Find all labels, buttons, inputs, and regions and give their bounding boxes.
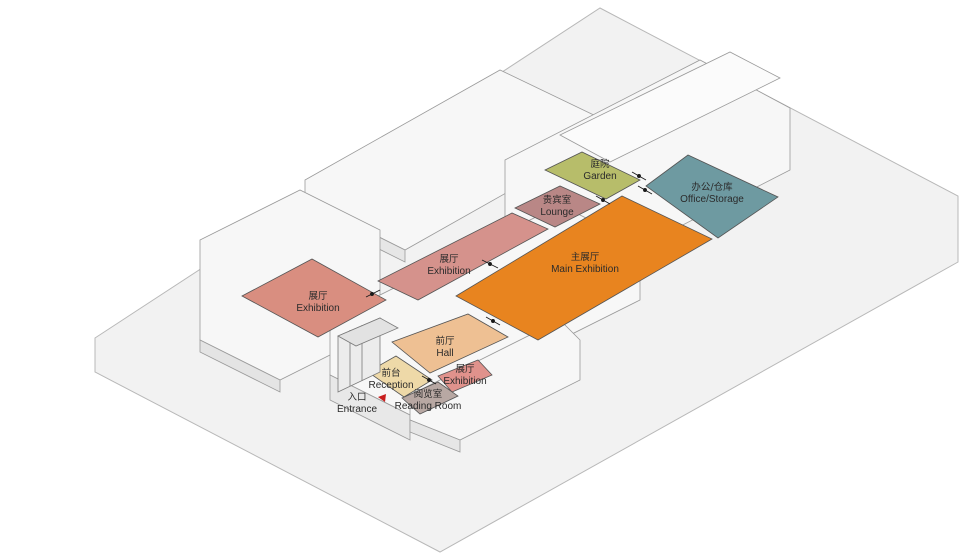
building-upper-right-roof (559, 51, 781, 163)
label-exhibition-small-cn: 展厅 (455, 364, 475, 375)
zone-exhibition-left[interactable] (241, 258, 387, 338)
label-reception-en: Reception (368, 380, 413, 391)
circulation-arrows (365, 171, 653, 385)
label-hall-en: Hall (436, 348, 453, 359)
zone-hall[interactable] (391, 313, 509, 374)
zone-office-storage[interactable] (645, 154, 779, 239)
label-reading-room-en: Reading Room (395, 401, 462, 412)
label-exhibition-small-en: Exhibition (443, 376, 486, 387)
program-zones (241, 151, 779, 415)
label-reading-room-cn: 阅览室 (414, 388, 443, 400)
building-east-low-front (409, 419, 461, 453)
entrance-canopy (337, 317, 399, 393)
arrow-hall-main (485, 316, 501, 326)
label-main-exhibition-cn: 主展厅 (571, 251, 600, 263)
label-garden-en: Garden (583, 171, 616, 182)
building-left-block-front (199, 339, 281, 393)
building-south-front (329, 374, 411, 441)
label-entrance-en: Entrance (337, 404, 377, 415)
label-office-en: Office/Storage (680, 194, 744, 205)
zone-reading-room[interactable] (401, 381, 459, 415)
arrow-garden (631, 171, 647, 181)
label-office-cn: 办公/仓库 (691, 181, 733, 193)
label-hall-cn: 前厅 (435, 335, 455, 347)
arrow-left-exhibition (365, 289, 381, 298)
zone-lounge[interactable] (514, 185, 601, 228)
zone-exhibition-small[interactable] (437, 359, 493, 393)
label-garden-cn: 庭院 (590, 158, 610, 170)
arrow-lounge (595, 195, 611, 205)
entrance-marker-icon (378, 394, 386, 402)
label-exhibition-left-en: Exhibition (296, 303, 339, 314)
label-entrance-cn: 入口 (347, 392, 366, 403)
zone-exhibition-mid[interactable] (377, 212, 549, 301)
arrow-mid-exhibition (481, 259, 499, 269)
label-main-exhibition-en: Main Exhibition (551, 264, 619, 275)
label-exhibition-left-cn: 展厅 (308, 291, 328, 302)
label-exhibition-mid-en: Exhibition (427, 266, 470, 277)
zone-garden[interactable] (544, 151, 641, 200)
label-reception-cn: 前台 (381, 367, 400, 379)
arrow-reception (421, 375, 437, 385)
label-exhibition-mid-cn: 展厅 (439, 254, 459, 265)
zone-reception[interactable] (367, 355, 433, 398)
zone-main-exhibition[interactable] (455, 195, 713, 341)
label-lounge-en: Lounge (540, 207, 574, 218)
arrow-office (637, 185, 653, 195)
label-lounge-cn: 贵宾室 (543, 194, 572, 206)
canopy-roof (337, 317, 399, 347)
zone-labels: 庭院 Garden 办公/仓库 Office/Storage 贵宾室 Loung… (296, 158, 744, 415)
